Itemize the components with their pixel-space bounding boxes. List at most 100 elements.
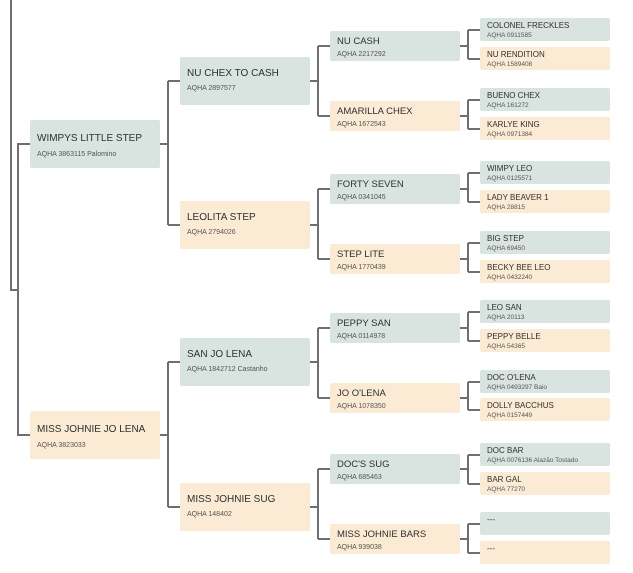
connector-line bbox=[318, 538, 330, 540]
connector-line bbox=[168, 361, 180, 363]
registration-number: AQHA 77270 bbox=[487, 486, 525, 493]
connector-line bbox=[468, 270, 480, 273]
connector-line bbox=[168, 80, 180, 82]
connector-line bbox=[167, 81, 169, 225]
registration-number: AQHA 1842712 Castanho bbox=[187, 366, 268, 373]
horse-name: WIMPY LEO bbox=[487, 164, 533, 173]
connector-line bbox=[468, 408, 480, 411]
horse-name: --- bbox=[487, 515, 495, 524]
connector-line bbox=[467, 99, 469, 129]
connector-line bbox=[318, 468, 330, 470]
connector-line bbox=[468, 127, 480, 130]
connector-line bbox=[310, 224, 318, 226]
root-line bbox=[17, 143, 30, 145]
connector-line bbox=[460, 258, 468, 260]
horse-name: --- bbox=[487, 544, 495, 553]
connector-line bbox=[460, 397, 468, 399]
registration-number: AQHA 2217292 bbox=[337, 51, 386, 58]
root-line bbox=[17, 144, 19, 435]
gen4-sire-card[interactable]: BIG STEP AQHA 69450 bbox=[480, 231, 610, 254]
connector-line bbox=[317, 46, 319, 116]
connector-line bbox=[460, 188, 468, 190]
registration-number: AQHA 0493297 Baio bbox=[487, 384, 547, 391]
registration-number: AQHA 20113 bbox=[487, 314, 525, 321]
registration-number: AQHA 0157449 bbox=[487, 412, 533, 419]
connector-line bbox=[468, 551, 480, 554]
registration-number bbox=[487, 524, 610, 526]
connector-line bbox=[460, 115, 468, 117]
connector-line bbox=[167, 362, 169, 507]
registration-number: AQHA 69450 bbox=[487, 245, 525, 252]
root-line bbox=[10, 0, 12, 290]
horse-name: DOC BAR bbox=[487, 446, 524, 455]
registration-number: AQHA 939038 bbox=[337, 544, 382, 551]
registration-number: AQHA 3823033 bbox=[37, 442, 86, 449]
horse-name: LEO SAN bbox=[487, 303, 522, 312]
horse-name: WIMPYS LITTLE STEP bbox=[37, 133, 143, 144]
connector-line bbox=[467, 523, 469, 553]
horse-name: DOC'S SUG bbox=[337, 459, 390, 470]
registration-number: AQHA 0125571 bbox=[487, 175, 533, 182]
connector-line bbox=[467, 242, 469, 272]
connector-line bbox=[318, 45, 330, 47]
horse-name: AMARILLA CHEX bbox=[337, 106, 413, 117]
connector-line bbox=[468, 339, 480, 342]
horse-name: DOLLY BACCHUS bbox=[487, 401, 554, 410]
gen4-dam-card[interactable]: DOLLY BACCHUS AQHA 0157449 bbox=[480, 398, 610, 421]
connector-line bbox=[467, 172, 469, 202]
connector-line bbox=[160, 143, 168, 145]
registration-number: AQHA 0341045 bbox=[337, 194, 386, 201]
connector-line bbox=[318, 188, 330, 190]
gen4-sire-card[interactable]: WIMPY LEO AQHA 0125571 bbox=[480, 161, 610, 184]
horse-name: LEOLITA STEP bbox=[187, 212, 256, 223]
connector-line bbox=[467, 381, 469, 410]
gen4-sire-card[interactable]: LEO SAN AQHA 20113 bbox=[480, 300, 610, 323]
horse-name: BIG STEP bbox=[487, 234, 524, 243]
connector-line bbox=[318, 115, 330, 117]
connector-line bbox=[310, 80, 318, 82]
connector-line bbox=[468, 482, 480, 485]
registration-number: AQHA 54365 bbox=[487, 343, 525, 350]
registration-number: AQHA 148402 bbox=[187, 511, 232, 518]
connector-line bbox=[460, 45, 468, 47]
connector-line bbox=[318, 258, 330, 260]
root-line bbox=[10, 289, 18, 291]
gen4-sire-card[interactable]: --- bbox=[480, 512, 610, 535]
gen4-sire-card[interactable]: COLONEL FRECKLES AQHA 0911585 bbox=[480, 18, 610, 41]
registration-number: AQHA 161272 bbox=[487, 102, 529, 109]
registration-number: AQHA 1078350 bbox=[337, 403, 386, 410]
registration-number: AQHA 2897577 bbox=[187, 85, 236, 92]
horse-name: LADY BEAVER 1 bbox=[487, 193, 549, 202]
horse-name: STEP LITE bbox=[337, 249, 385, 260]
connector-line bbox=[468, 200, 480, 203]
gen4-dam-card[interactable]: --- bbox=[480, 541, 610, 564]
connector-line bbox=[318, 327, 330, 329]
connector-line bbox=[467, 454, 469, 484]
registration-number: AQHA 0911585 bbox=[487, 32, 532, 39]
horse-name: COLONEL FRECKLES bbox=[487, 21, 570, 30]
connector-line bbox=[317, 189, 319, 259]
